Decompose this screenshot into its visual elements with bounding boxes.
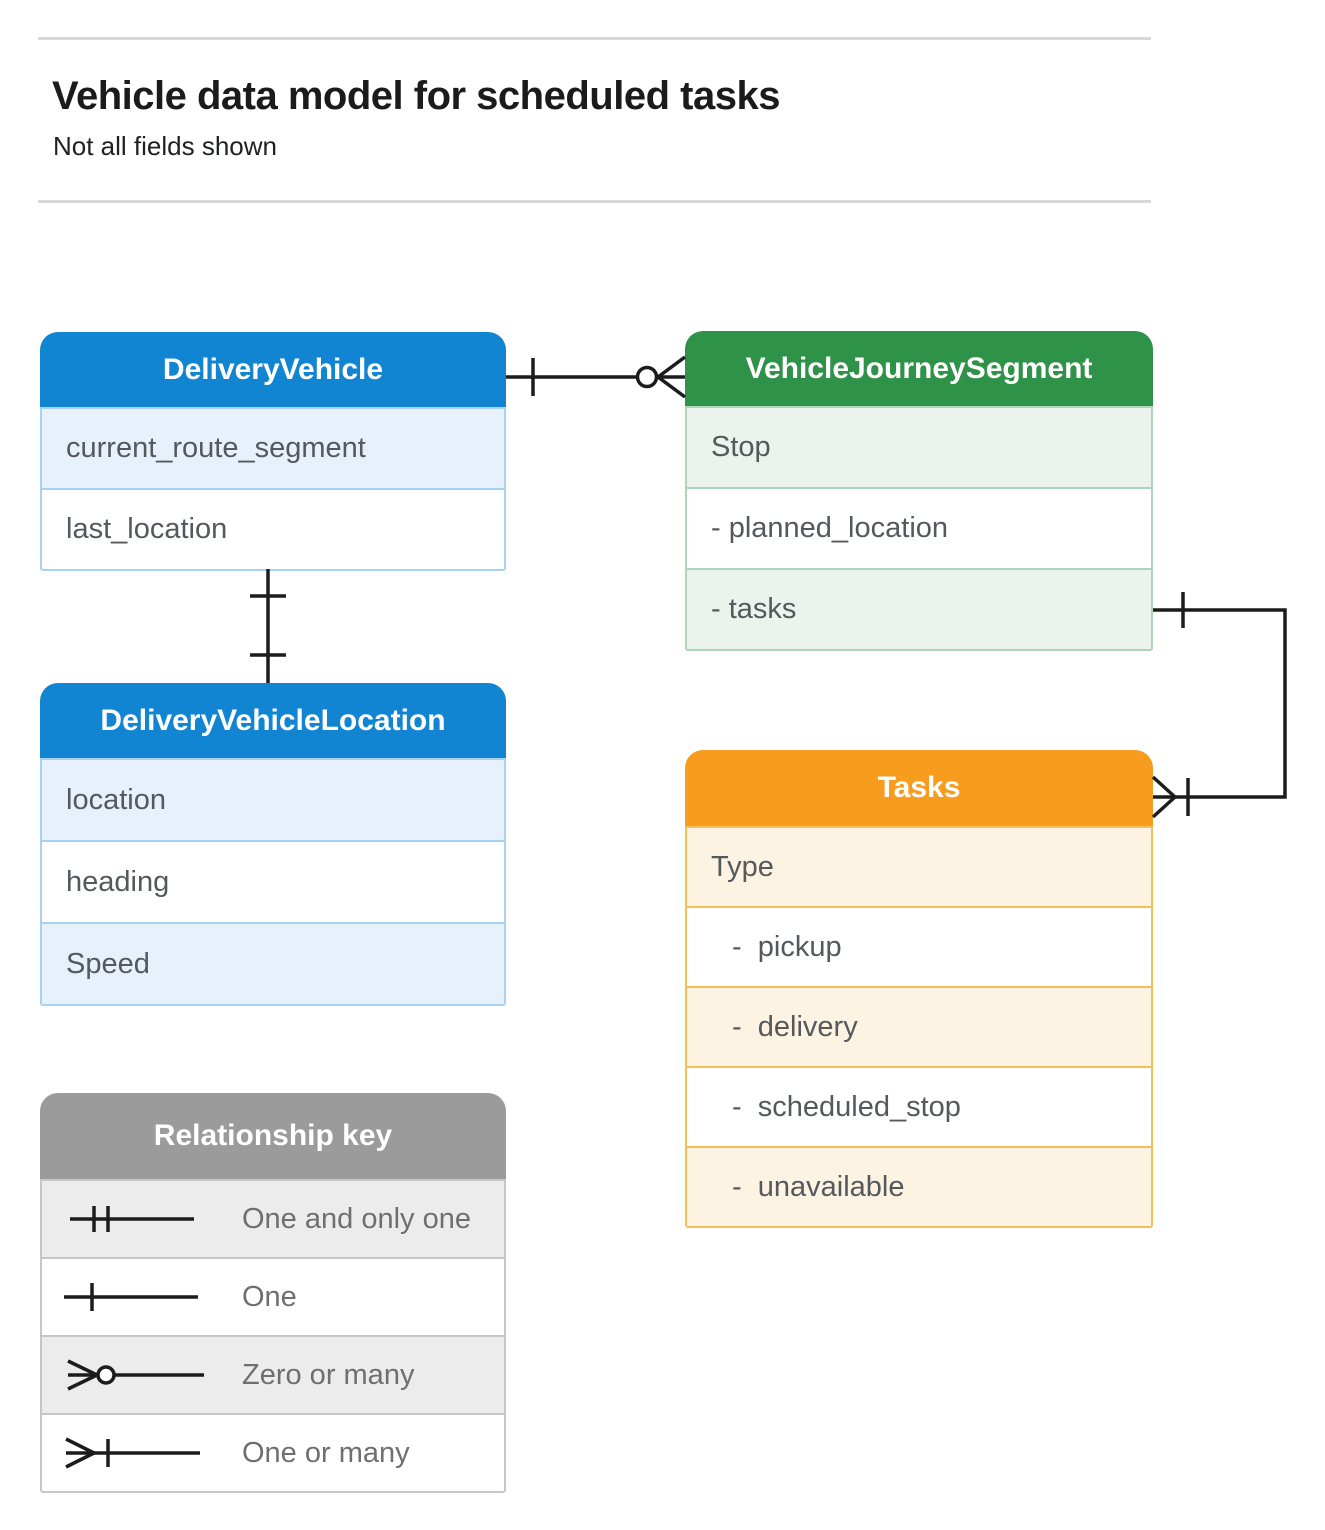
entity-delivery-vehicle: DeliveryVehicle current_route_segment la… bbox=[40, 332, 506, 571]
field-row: Stop bbox=[687, 406, 1151, 487]
legend-row: One bbox=[42, 1257, 504, 1335]
field-label: heading bbox=[66, 865, 170, 898]
field-row: - unavailable bbox=[687, 1146, 1151, 1226]
entity-delivery-vehicle-location: DeliveryVehicleLocation location heading… bbox=[40, 683, 506, 1006]
one-or-many-icon bbox=[65, 1437, 200, 1469]
entity-title: VehicleJourneySegment bbox=[685, 331, 1153, 406]
top-divider bbox=[38, 37, 1151, 40]
relationship-key-title: Relationship key bbox=[40, 1093, 506, 1179]
entity-tasks: Tasks Type - pickup - delivery - schedul… bbox=[685, 750, 1153, 1228]
field-label: - unavailable bbox=[732, 1170, 905, 1203]
legend-row: One or many bbox=[42, 1413, 504, 1491]
header-divider bbox=[38, 200, 1151, 203]
field-row: - tasks bbox=[687, 568, 1151, 649]
connector-tasksfield-to-tasks bbox=[1151, 592, 1287, 819]
entity-vehicle-journey-segment: VehicleJourneySegment Stop - planned_loc… bbox=[685, 331, 1153, 651]
field-row: - scheduled_stop bbox=[687, 1066, 1151, 1146]
field-row: last_location bbox=[42, 488, 504, 569]
field-label: location bbox=[66, 783, 166, 816]
field-label: - tasks bbox=[711, 593, 797, 625]
zero-or-many-icon bbox=[67, 1359, 204, 1391]
page-subtitle: Not all fields shown bbox=[53, 131, 277, 161]
entity-title: Tasks bbox=[685, 750, 1153, 826]
field-row: - pickup bbox=[687, 906, 1151, 986]
one-icon bbox=[64, 1283, 198, 1311]
connector-deliveryvehicle-to-vehiclejourneysegment bbox=[506, 355, 687, 399]
field-label: Speed bbox=[66, 947, 150, 980]
field-label: - planned_location bbox=[711, 512, 949, 544]
field-label: - delivery bbox=[732, 1010, 858, 1043]
field-label: - pickup bbox=[732, 930, 842, 963]
field-row: - planned_location bbox=[687, 487, 1151, 568]
field-label: last_location bbox=[66, 513, 228, 545]
field-row: location bbox=[42, 758, 504, 840]
one-and-only-one-icon bbox=[70, 1206, 194, 1232]
field-label: - scheduled_stop bbox=[732, 1090, 961, 1123]
legend-label: One and only one bbox=[242, 1202, 471, 1235]
field-label: Stop bbox=[711, 431, 771, 463]
page-title: Vehicle data model for scheduled tasks bbox=[52, 74, 780, 118]
legend-label: One or many bbox=[242, 1436, 410, 1469]
field-row: heading bbox=[42, 840, 504, 922]
field-label: Type bbox=[711, 850, 774, 883]
entity-title: DeliveryVehicleLocation bbox=[40, 683, 506, 758]
relationship-key: Relationship key One and only one One bbox=[40, 1093, 506, 1493]
legend-row: One and only one bbox=[42, 1179, 504, 1257]
entity-title: DeliveryVehicle bbox=[40, 332, 506, 407]
connector-deliveryvehicle-to-deliveryvehiclelocation bbox=[250, 569, 286, 683]
field-row: current_route_segment bbox=[42, 407, 504, 488]
legend-row: Zero or many bbox=[42, 1335, 504, 1413]
legend-label: One bbox=[242, 1280, 297, 1313]
field-row: - delivery bbox=[687, 986, 1151, 1066]
field-row: Type bbox=[687, 826, 1151, 906]
field-row: Speed bbox=[42, 922, 504, 1004]
field-label: current_route_segment bbox=[66, 432, 366, 464]
legend-label: Zero or many bbox=[242, 1358, 415, 1391]
